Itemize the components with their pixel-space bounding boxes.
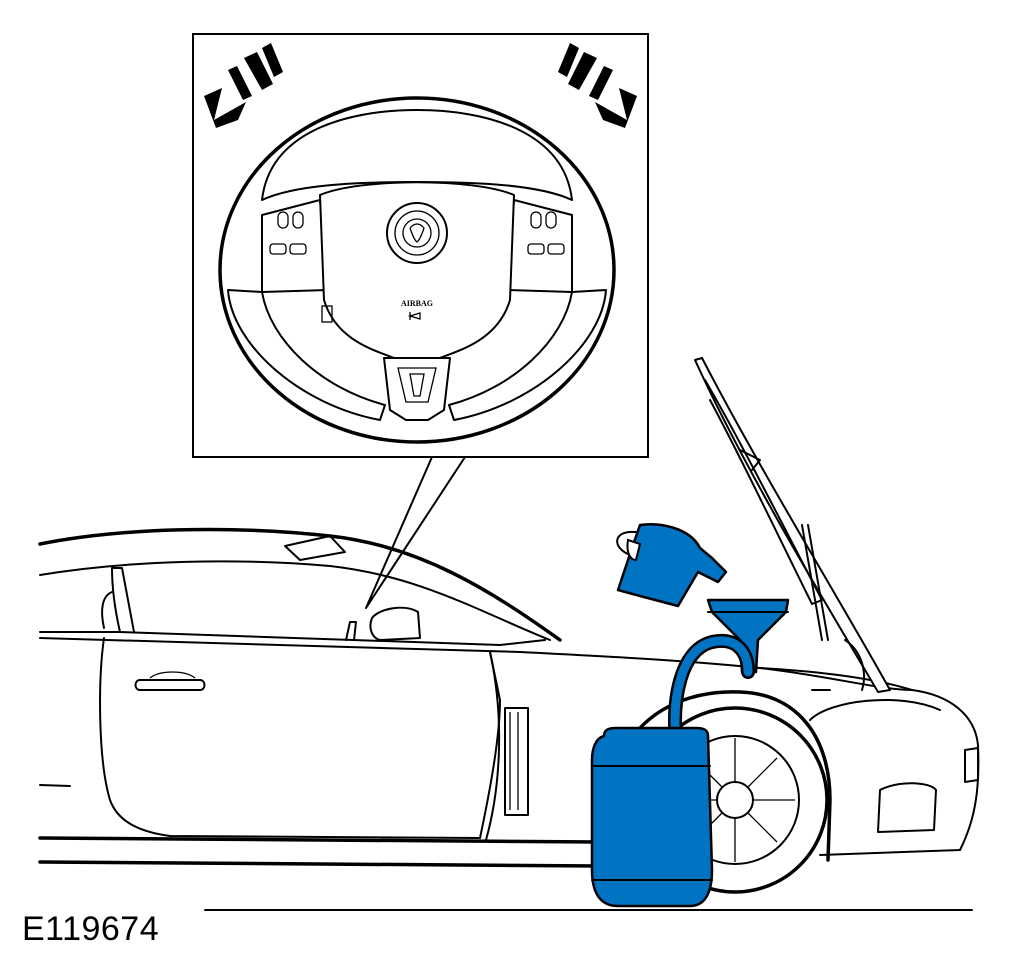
arrow-right-icon bbox=[558, 43, 637, 128]
funnel-icon bbox=[706, 598, 790, 674]
horn-icon bbox=[407, 312, 421, 320]
jaguar-emblem bbox=[386, 202, 448, 264]
car-body bbox=[38, 527, 980, 911]
jug-icon bbox=[616, 523, 728, 608]
container-icon bbox=[590, 633, 755, 908]
airbag-label: AIRBAG bbox=[401, 299, 433, 308]
arrow-left-icon bbox=[204, 43, 283, 128]
open-bonnet bbox=[694, 357, 891, 693]
steering-wheel bbox=[218, 96, 616, 444]
figure-id-label: E119674 bbox=[22, 910, 160, 948]
steering-wheel-inset: AIRBAG bbox=[192, 33, 649, 609]
